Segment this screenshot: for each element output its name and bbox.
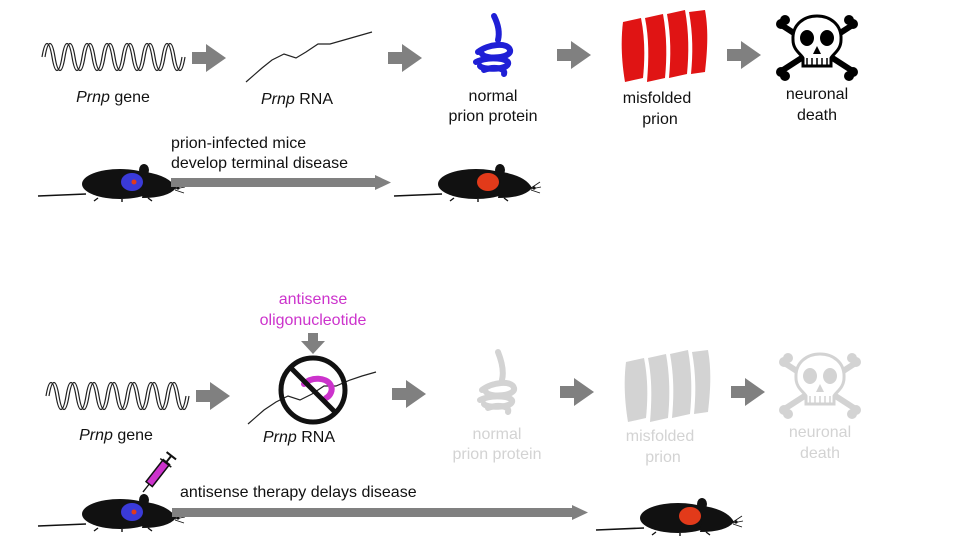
bottom-death-label-2: death [800, 445, 840, 462]
top-caption-2: develop terminal disease [171, 155, 348, 172]
dna-helix-icon [45, 381, 190, 411]
top-misfolded-label-2: prion [642, 111, 678, 128]
aso-label-2: oligonucleotide [260, 312, 367, 329]
skull-crossbones-icon [776, 15, 858, 81]
brain-icon [477, 173, 499, 191]
antisense-strand-icon [301, 375, 335, 401]
arrow-icon [560, 378, 594, 406]
rna-strand-icon [247, 371, 377, 425]
mouse-icon [37, 493, 186, 533]
bottom-rna-label: Prnp RNA [263, 429, 335, 446]
arrow-icon [192, 44, 226, 72]
top-protein-label-2: prion protein [449, 108, 538, 125]
no-symbol-icon [278, 355, 348, 425]
bottom-gene-label: Prnp gene [79, 427, 153, 444]
arrow-icon [727, 41, 761, 69]
misfolded-prion-icon [624, 350, 711, 422]
mouse-icon [595, 497, 744, 537]
mouse-icon [393, 163, 542, 203]
top-protein-label-1: normal [469, 88, 518, 105]
arrow-icon [557, 41, 591, 69]
protein-coil-icon [477, 349, 517, 415]
protein-coil-icon [473, 13, 513, 77]
bottom-misfolded-label-1: misfolded [626, 428, 694, 445]
arrow-icon [196, 382, 230, 410]
bottom-caption: antisense therapy delays disease [180, 484, 417, 501]
top-gene-label: Prnp gene [76, 89, 150, 106]
top-row: Prnp gene Prnp RNA normal prion protein … [37, 10, 858, 203]
bottom-protein-label-2: prion protein [453, 446, 542, 463]
mouse-icon [37, 163, 186, 203]
bottom-row: antisense oligonucleotide Prnp gene Prnp… [37, 291, 861, 537]
arrow-icon [388, 44, 422, 72]
misfolded-prion-icon [621, 10, 708, 82]
bottom-protein-label-1: normal [473, 426, 522, 443]
top-rna-label: Prnp RNA [261, 91, 333, 108]
bottom-death-label-1: neuronal [789, 424, 851, 441]
arrow-icon [392, 380, 426, 408]
aso-label-1: antisense [279, 291, 348, 308]
long-arrow-icon [171, 175, 391, 190]
skull-crossbones-icon [779, 353, 861, 419]
top-death-label-2: death [797, 107, 837, 124]
dna-helix-icon [41, 42, 186, 72]
arrow-icon [731, 378, 765, 406]
top-misfolded-label-1: misfolded [623, 90, 691, 107]
down-arrow-icon [301, 333, 325, 354]
brain-icon [679, 507, 701, 525]
top-caption-1: prion-infected mice [171, 135, 306, 152]
bottom-misfolded-label-2: prion [645, 449, 681, 466]
long-arrow-icon [172, 505, 588, 520]
syringe-icon [142, 451, 177, 493]
top-death-label-1: neuronal [786, 86, 848, 103]
rna-strand-icon [245, 31, 373, 83]
